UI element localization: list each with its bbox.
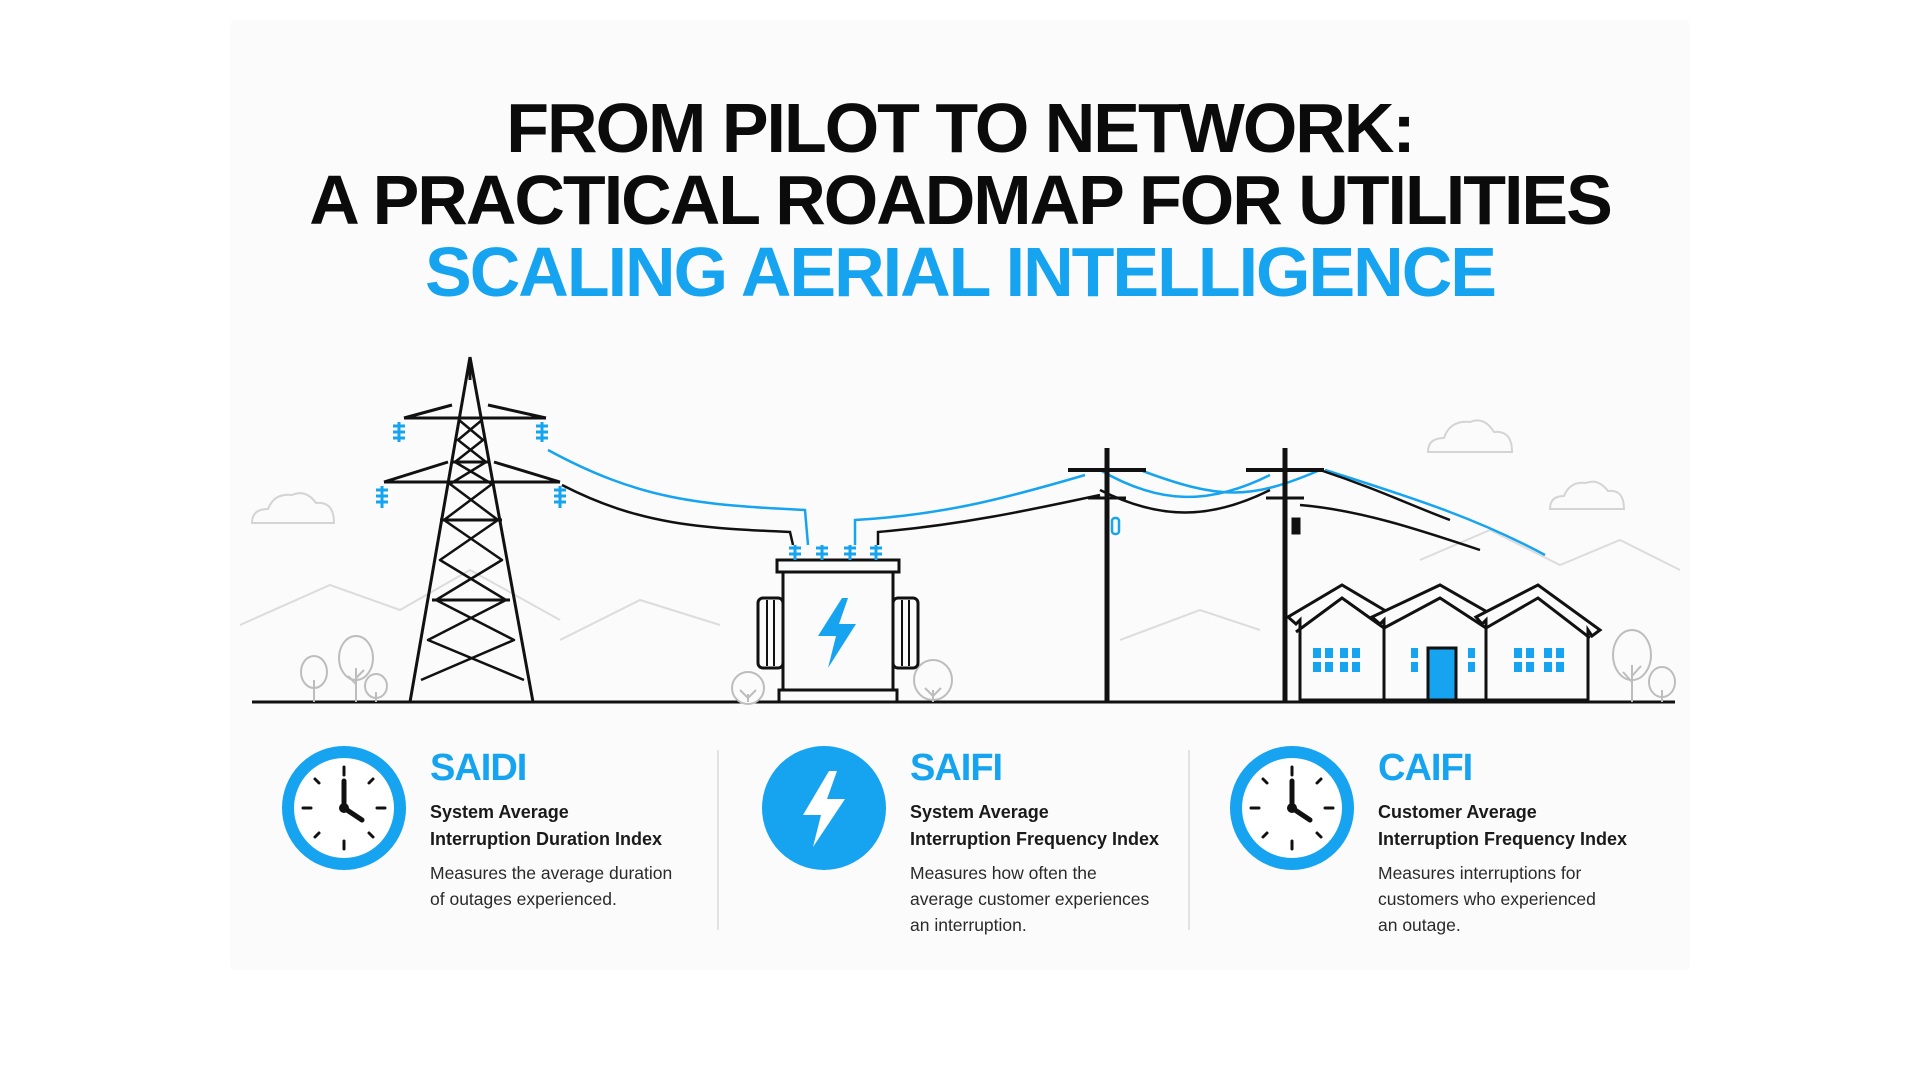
insulator-icon [376, 422, 566, 508]
metric-name-line: Interruption Frequency Index [910, 829, 1160, 849]
lightning-bolt-icon [762, 746, 886, 870]
clock-icon [1230, 746, 1354, 870]
divider [717, 750, 719, 930]
metric-name-line: Interruption Duration Index [430, 829, 662, 849]
metric-description: Measures the average duration of outages… [430, 860, 740, 912]
metric-saifi: SAIFI System Average Interruption Freque… [761, 745, 1231, 945]
page-background [230, 20, 1690, 970]
door-icon [1426, 646, 1458, 702]
metric-abbr: SAIFI [910, 747, 1003, 789]
clock-icon [282, 746, 406, 870]
house-icon [1285, 583, 1603, 702]
metric-desc-line: Measures the average duration [430, 863, 673, 883]
utility-pole-icon [1068, 448, 1324, 702]
metric-name-line: Interruption Frequency Index [1378, 829, 1628, 849]
metric-desc-line: of outages experienced. [430, 889, 617, 909]
metric-caifi: CAIFI Customer Average Interruption Freq… [1229, 745, 1699, 945]
metric-description: Measures interruptions for customers who… [1378, 860, 1688, 938]
metric-desc-line: customers who experienced [1378, 889, 1596, 909]
metric-desc-line: Measures interruptions for [1378, 863, 1582, 883]
metric-desc-line: an outage. [1378, 915, 1461, 935]
tree-icon [300, 629, 1676, 705]
metric-desc-line: Measures how often the [910, 863, 1097, 883]
metric-description: Measures how often the average customer … [910, 860, 1220, 938]
metric-name-line: System Average [430, 802, 569, 822]
headline-line-3: SCALING AERIAL INTELLIGENCE [425, 233, 1497, 311]
metric-saidi: SAIDI System Average Interruption Durati… [281, 745, 751, 945]
metric-abbr: CAIFI [1378, 747, 1473, 789]
metric-name-line: Customer Average [1378, 802, 1537, 822]
cloud-icon [250, 419, 1626, 524]
power-lines [547, 448, 1546, 557]
mountain-icon [239, 528, 1681, 641]
headline-line-1: FROM PILOT TO NETWORK: [506, 89, 1415, 167]
metric-full-name: System Average Interruption Frequency In… [910, 799, 1240, 853]
metric-desc-line: average customer experiences [910, 889, 1150, 909]
transformer-icon [756, 545, 920, 704]
metric-name-line: System Average [910, 802, 1049, 822]
metric-abbr: SAIDI [430, 747, 527, 789]
headline-line-2: A PRACTICAL ROADMAP FOR UTILITIES [309, 161, 1613, 239]
transmission-tower-icon [383, 356, 561, 703]
metric-desc-line: an interruption. [910, 915, 1027, 935]
metric-full-name: Customer Average Interruption Frequency … [1378, 799, 1708, 853]
metric-full-name: System Average Interruption Duration Ind… [430, 799, 760, 853]
headline: FROM PILOT TO NETWORK: A PRACTICAL ROADM… [0, 92, 1920, 308]
divider [1188, 750, 1190, 930]
house-windows [1313, 648, 1564, 672]
